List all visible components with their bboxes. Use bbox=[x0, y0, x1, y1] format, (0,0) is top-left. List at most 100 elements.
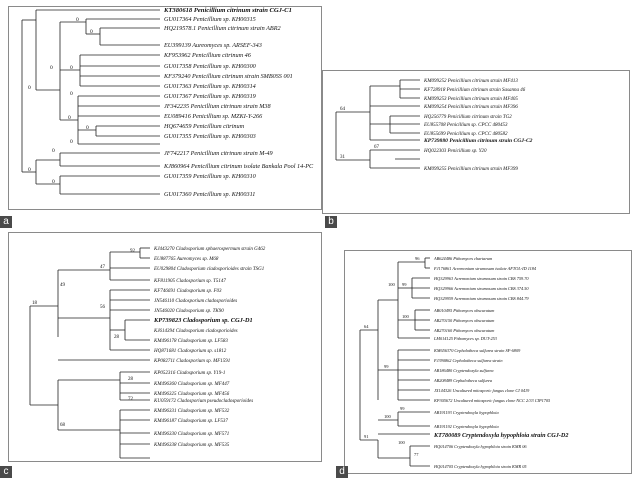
bootstrap-value: 0 bbox=[70, 91, 73, 97]
bootstrap-value: 68 bbox=[60, 423, 66, 428]
taxon-label: AB191193 Cryptendoxyla hypophloia bbox=[433, 410, 499, 415]
bootstrap-value: 0 bbox=[86, 125, 89, 131]
taxon-label: KF379240 Penicillium citrinum strain SMB… bbox=[163, 73, 293, 80]
panel-d-bootstrap: 96 100 99 100 64 99 100 99 91 100 77 bbox=[364, 256, 420, 457]
bootstrap-value: 0 bbox=[68, 115, 71, 121]
bootstrap-value: 64 bbox=[364, 324, 369, 329]
taxon-label: EU089416 Penicillium sp. MZKI-Y-266 bbox=[163, 113, 263, 120]
bootstrap-value: 77 bbox=[414, 452, 419, 457]
panel-d-label: d bbox=[336, 466, 348, 478]
taxon-label: KP082711 Cladosporium sp. MF1591 bbox=[153, 359, 230, 364]
bootstrap-value: 72 bbox=[128, 397, 134, 402]
taxon-label: EU855699 Penicillium sp. CPCC 480582 bbox=[423, 132, 508, 137]
taxon-label: AB010495 Pithomyces obscuratum bbox=[433, 308, 494, 313]
panel-a-taxa: KT380618 Penicillium citrinum strain CGJ… bbox=[163, 7, 314, 198]
bootstrap-value: 0 bbox=[70, 65, 73, 71]
bootstrap-value: 28 bbox=[114, 335, 120, 340]
taxon-label: GU017359 Penicillium sp. KH00310 bbox=[164, 173, 257, 180]
taxon-label: JN546020 Cladosporium sp. TK90 bbox=[154, 309, 224, 314]
bootstrap-value: 0 bbox=[52, 179, 55, 185]
bootstrap-value: 67 bbox=[374, 145, 380, 150]
taxon-label: AB624486 Pithomyces chartarum bbox=[433, 256, 492, 261]
taxon-label: KM099253 Penicillium citrinum strain MF4… bbox=[423, 97, 518, 102]
panel-a-tree-branches bbox=[21, 9, 160, 195]
taxon-label: FJ390862 Cephalotheca sulfurea strain bbox=[433, 358, 502, 363]
bootstrap-value: 56 bbox=[100, 305, 106, 310]
taxon-label: AB270160 Pithomyces obscuratum bbox=[433, 328, 494, 333]
panel-b-frame bbox=[322, 70, 630, 214]
taxon-label: GU017358 Penicillium sp. KH00300 bbox=[164, 63, 257, 70]
panel-d-taxa: AB624486 Pithomyces chartarum FJ176861 A… bbox=[433, 256, 568, 469]
taxon-label: KM099255 Penicillium citrinum strain MF3… bbox=[423, 167, 518, 172]
bootstrap-value: 0 bbox=[70, 139, 73, 145]
taxon-label: JX144326 Uncultured mitosporic fungus cl… bbox=[434, 388, 530, 393]
taxon-label: GU017364 Penicillium sp. KH00315 bbox=[164, 16, 256, 23]
taxon-label: HQ014706 Cryptendoxyla hypophloia strain… bbox=[433, 444, 527, 449]
taxon-label: HQ022303 Penicillium sp. Y20 bbox=[423, 149, 487, 154]
taxon-label: HQ219578.1 Penicillium citrinum strain A… bbox=[163, 25, 281, 32]
taxon-label: HQ329959 Acremonium strumosum strain CBS… bbox=[433, 296, 529, 301]
panel-d-frame bbox=[344, 250, 632, 474]
panel-b-bootstrap: 64 67 31 bbox=[340, 107, 380, 160]
panel-a-bootstrap: 0 0 0 0 0 0 0 0 0 0 0 0 bbox=[28, 17, 93, 185]
taxon-label: FJ176861 Acremonium strumosum isolate AF… bbox=[433, 266, 537, 271]
taxon-label: AB186480 Cryptendoxyla sulfurea bbox=[433, 368, 494, 373]
taxon-label: KM496178 Cladosporium sp. LF583 bbox=[153, 339, 228, 344]
taxon-label: EU399139 Aureomyces sp. ARSEF-343 bbox=[163, 42, 262, 49]
bootstrap-value: 49 bbox=[60, 283, 66, 288]
bootstrap-value: 0 bbox=[76, 17, 79, 23]
taxon-label: KM496360 Cladosporium sp. MF447 bbox=[153, 382, 230, 387]
bootstrap-value: 47 bbox=[100, 265, 106, 270]
bootstrap-value: 100 bbox=[398, 440, 406, 445]
bootstrap-value: 0 bbox=[28, 85, 31, 91]
bootstrap-value: 0 bbox=[90, 29, 93, 35]
bootstrap-value: 0 bbox=[50, 65, 53, 71]
taxon-label: HQ674659 Penicillium citrinum bbox=[163, 123, 245, 130]
taxon-label: GU017363 Penicillium sp. KH00314 bbox=[164, 83, 256, 90]
panel-b-tree-branches bbox=[335, 79, 420, 169]
taxon-label: KF953962 Penicillium citrinum 46 bbox=[163, 52, 252, 59]
bootstrap-value: 92 bbox=[130, 249, 136, 254]
panel-a-label: a bbox=[0, 216, 12, 228]
taxon-label: GU017360 Penicillium sp. KH00311 bbox=[164, 191, 255, 198]
bootstrap-value: 99 bbox=[400, 406, 405, 411]
bootstrap-value: 18 bbox=[32, 301, 38, 306]
taxon-label: KM496331 Cladosporium sp. MF532 bbox=[153, 409, 230, 414]
taxon-label: HQ871681 Cladosporium sp. s1812 bbox=[153, 349, 227, 354]
taxon-label: KM496187 Cladosporium sp. LF537 bbox=[153, 419, 228, 424]
panel-b-label: b bbox=[325, 216, 337, 228]
taxon-label: KF811905 Cladosporium sp. T5147 bbox=[153, 279, 226, 284]
taxon-label: EU887765 Aureomyces sp. M68 bbox=[153, 257, 219, 262]
taxon-label: AB270150 Pithomyces obscuratum bbox=[433, 318, 494, 323]
taxon-label: KM099252 Penicillium citrinum strain MF4… bbox=[423, 79, 518, 84]
taxon-label: KM656370 Cephalotheca sulfurea strain SF… bbox=[433, 348, 521, 353]
taxon-label: LM014125 Pithomyces sp. DUT-253 bbox=[433, 336, 497, 341]
panel-c-bootstrap: 92 47 49 56 18 28 28 72 68 bbox=[32, 249, 136, 428]
taxon-label: KT780089 Cryptendoxyla hypophloia strain… bbox=[433, 432, 568, 439]
taxon-label: AB208489 Cephalotheca sulfurea bbox=[433, 378, 492, 383]
panel-c-label: c bbox=[0, 466, 12, 478]
taxon-label: JN546110 Cladosporium cladosporioides bbox=[154, 299, 237, 304]
panel-b-taxa: KM099252 Penicillium citrinum strain MF4… bbox=[423, 79, 533, 172]
bootstrap-value: 100 bbox=[402, 314, 410, 319]
bootstrap-value: 28 bbox=[128, 377, 134, 382]
taxon-label: HQ014705 Cryptendoxyla hypophloia strain… bbox=[433, 464, 527, 469]
taxon-label: KF746691 Cladosporium sp. F03 bbox=[153, 289, 222, 294]
bootstrap-value: 99 bbox=[402, 282, 407, 287]
taxon-label: KU059172 Cladosporium pseudocladosporioi… bbox=[153, 399, 253, 404]
panel-d-tree-branches bbox=[359, 257, 430, 467]
taxon-label: KT380618 Penicillium citrinum strain CGJ… bbox=[163, 7, 292, 14]
taxon-label: GU017355 Penicillium sp. KH00303 bbox=[164, 133, 256, 140]
taxon-label: KP739880 Penicillium citrinum strain CGJ… bbox=[423, 138, 533, 144]
taxon-label: HQ329963 Acremonium strumosum strain CBS… bbox=[433, 276, 529, 281]
bootstrap-value: 100 bbox=[388, 282, 396, 287]
taxon-label: KP305672 Uncultured mitosporic fungus cl… bbox=[433, 398, 551, 403]
taxon-label: GU017367 Penicillium sp. KH00319 bbox=[164, 93, 256, 100]
taxon-label: KJ614394 Cladosporium cladosporioides bbox=[153, 329, 238, 334]
bootstrap-value: 96 bbox=[415, 256, 420, 261]
bootstrap-value: 0 bbox=[52, 148, 55, 154]
taxon-label: KM496330 Cladosporium sp. MF571 bbox=[153, 432, 229, 437]
bootstrap-value: 100 bbox=[384, 414, 392, 419]
taxon-label: KP052316 Cladosporium sp. Y19-1 bbox=[153, 371, 225, 376]
